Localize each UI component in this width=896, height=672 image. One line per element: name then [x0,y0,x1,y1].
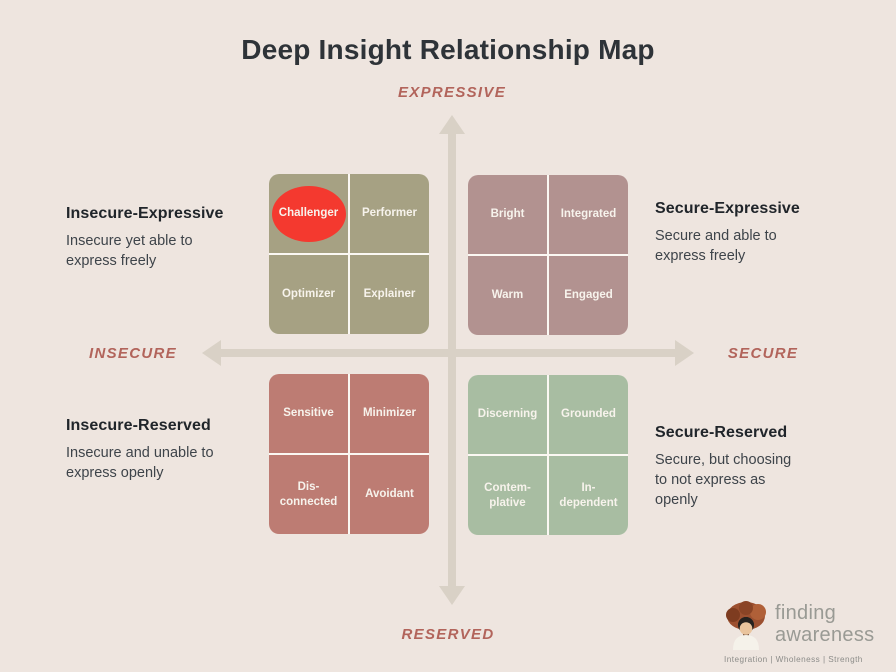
cell-label-explainer: Explainer [363,288,416,301]
description-insecure-expressive: Insecure yet able to express freely [66,233,193,269]
arrow-up-icon [439,115,465,134]
cell-label-disconnected: Dis- connected [279,480,338,508]
cell-label-sensitive: Sensitive [283,407,334,420]
cell-explainer: Explainer [350,255,429,334]
cell-label-optimizer: Optimizer [281,288,336,301]
arrow-right-icon [675,340,694,366]
quadrant-box-insecure-reserved: Sensitive Minimizer Dis- connected Avoid… [269,374,429,534]
cell-label-contemplative: Contem- plative [484,481,531,509]
quadrant-box-insecure-expressive: Challenger Performer Optimizer Explainer [269,174,429,334]
cell-label-avoidant: Avoidant [365,488,414,501]
cell-label-integrated: Integrated [560,208,617,221]
cell-avoidant: Avoidant [350,455,429,534]
cell-label-grounded: Grounded [561,408,616,421]
heading-secure-expressive: Secure-Expressive [655,200,800,217]
cell-challenger: Challenger [269,174,348,253]
logo-tagline: Integration | Wholeness | Strength [724,655,863,664]
label-block-secure-reserved: Secure-Reserved Secure, but choosing to … [655,424,883,510]
cell-discerning: Discerning [468,375,547,454]
heading-secure-reserved: Secure-Reserved [655,424,788,441]
logo-name-line2: awareness [775,624,875,646]
label-block-secure-expressive: Secure-Expressive Secure and able to exp… [655,200,880,266]
axis-label-secure: SECURE [727,345,799,362]
description-insecure-reserved: Insecure and unable to express openly [66,445,214,481]
logo-name: finding awareness [775,603,874,646]
cell-label-challenger: Challenger [278,207,339,220]
cell-engaged: Engaged [549,256,628,335]
cell-independent: In- dependent [549,456,628,535]
quadrant-box-secure-reserved: Discerning Grounded Contem- plative In- … [468,375,628,535]
vertical-axis-line [448,133,456,587]
label-block-insecure-expressive: Insecure-Expressive Insecure yet able to… [66,205,291,271]
page-title: Deep Insight Relationship Map [241,34,655,65]
cell-warm: Warm [468,256,547,335]
axis-label-reserved: RESERVED [401,626,495,643]
logo-name-line1: finding [775,602,837,625]
cell-label-minimizer: Minimizer [362,407,417,420]
label-block-insecure-reserved: Insecure-Reserved Insecure and unable to… [66,417,306,483]
cell-sensitive: Sensitive [269,374,348,453]
horizontal-axis-line [221,349,675,357]
tree-person-icon [726,601,766,650]
cell-integrated: Integrated [549,175,628,254]
quadrant-box-secure-expressive: Bright Integrated Warm Engaged [468,175,628,335]
description-secure-reserved: Secure, but choosing to not express as o… [655,452,792,508]
cell-grounded: Grounded [549,375,628,454]
cell-label-engaged: Engaged [564,289,613,302]
cell-label-bright: Bright [490,208,525,221]
arrow-left-icon [202,340,221,366]
cell-disconnected: Dis- connected [269,455,348,534]
cell-performer: Performer [350,174,429,253]
finding-awareness-logo: finding awareness Integration | Wholenes… [724,600,882,664]
description-secure-expressive: Secure and able to express freely [655,228,777,264]
axis-label-insecure: INSECURE [89,345,177,362]
cell-optimizer: Optimizer [269,255,348,334]
challenger-highlight-ellipse [271,185,346,242]
cell-label-discerning: Discerning [477,408,538,421]
heading-insecure-reserved: Insecure-Reserved [66,417,211,434]
cell-minimizer: Minimizer [350,374,429,453]
cell-label-independent: In- dependent [559,481,618,509]
cell-contemplative: Contem- plative [468,456,547,535]
cell-bright: Bright [468,175,547,254]
heading-insecure-expressive: Insecure-Expressive [66,205,224,222]
arrow-down-icon [439,586,465,605]
cell-label-warm: Warm [491,289,524,302]
cell-label-performer: Performer [362,207,417,220]
axis-label-expressive: EXPRESSIVE [397,84,507,101]
